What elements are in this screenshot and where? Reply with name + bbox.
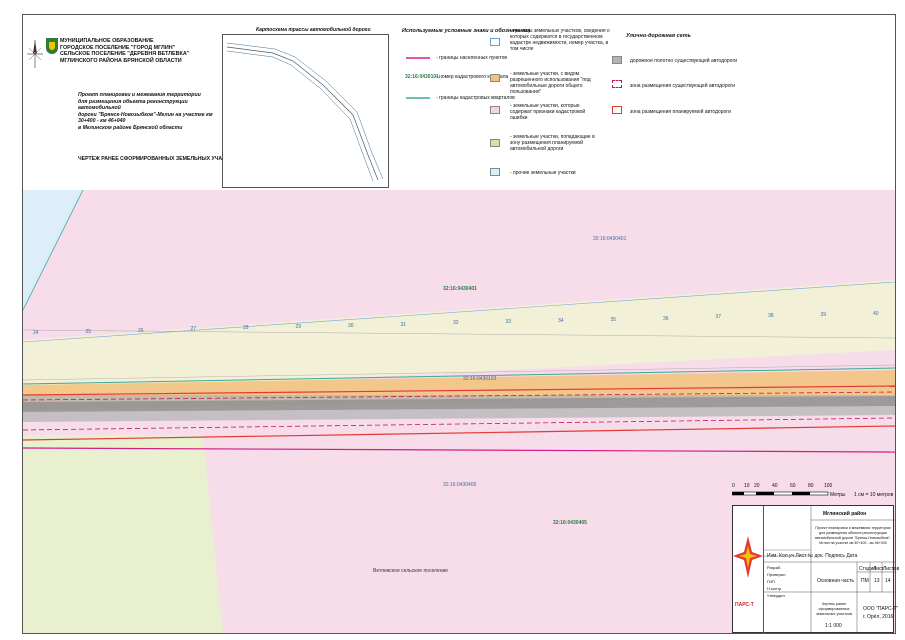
logo-text: ПАРС-Т	[735, 602, 754, 608]
drawing-title: ЧЕРТЕЖ РАНЕЕ СФОРМИРОВАННЫХ ЗЕМЕЛЬНЫХ УЧ…	[78, 156, 240, 162]
legend-error-parcel-label: - земельные участки, которые содержат пр…	[510, 103, 586, 121]
legend-quarter-border-label: - границы кадастровых кварталов	[436, 95, 515, 101]
project-title: Проект планировки и межевания территории…	[78, 92, 213, 131]
stamp-district: Мглинский район	[823, 511, 867, 517]
compass-rose-icon	[27, 40, 43, 68]
stamp-sheets: 14	[885, 578, 891, 584]
stamp-stage-label: Стадия	[859, 566, 877, 572]
stamp-company: ООО "ПАРС-Т"	[863, 606, 899, 612]
scale-tick: 80	[808, 483, 814, 489]
legend-existing-zone-label: зона размещения существующей автодороги	[630, 83, 736, 89]
chainage-marker: 31	[400, 321, 407, 328]
scale-tick: 0	[732, 483, 735, 489]
stamp-stage: ПМ	[861, 578, 869, 584]
coat-of-arms-icon	[46, 38, 58, 54]
scale-tick: 100	[824, 483, 833, 489]
chainage-marker: 36	[663, 315, 669, 322]
stamp-person-role: Утвердил	[767, 593, 785, 598]
quarter-label: 32:16:0430401	[593, 236, 627, 242]
legend-quarter-code: 32:16:0430101	[405, 74, 439, 80]
scale-tick: 60	[790, 483, 796, 489]
legend-road-parcel-label: - земельные участки, с видом разрешенног…	[510, 71, 591, 95]
stamp-people: Разраб. Проверил ГИП Н.контр Утвердил	[767, 564, 785, 599]
legend-road-title: Улично-дорожная сеть	[626, 33, 691, 39]
legend-planned-zone-label: зона размещения планируемой автодороги	[630, 109, 731, 115]
stamp-grid	[763, 506, 895, 634]
legend-line-settlement	[406, 57, 430, 59]
chainage-marker: 37	[715, 314, 722, 321]
quarter-label: 32:16:0430103	[463, 376, 497, 382]
scale-tick: 40	[772, 483, 778, 489]
route-scheme-map	[226, 42, 384, 182]
stamp-sheet: 13	[874, 578, 880, 584]
chainage-marker: 30	[348, 322, 354, 329]
quarter-label: 32:16:0430405	[553, 520, 587, 526]
stamp-person-role: ГИП	[767, 579, 775, 584]
stamp-person-role: Проверил	[767, 572, 786, 577]
stamp-row-label: Дата	[846, 553, 858, 559]
chainage-marker: 34	[558, 318, 564, 324]
pars-logo-icon	[733, 536, 763, 578]
chainage-marker: 28	[243, 325, 249, 332]
stamp-project-title: Проект планировки и межевания территории…	[814, 526, 892, 545]
stamp-row-label: № док.	[807, 553, 824, 559]
stamp-row-label: Подпись	[825, 553, 845, 559]
legend-planned-parcel-label: - земельные участки, попадающие в зону р…	[510, 134, 595, 152]
stamp-person-role: Н.контр	[767, 586, 782, 591]
legend-line-quarter	[406, 97, 430, 99]
chainage-marker: 40	[873, 310, 879, 317]
scale-units: Метры	[830, 492, 846, 498]
chainage-marker: 33	[505, 319, 512, 326]
route-scheme	[222, 34, 389, 188]
legend-swatch-other-parcel	[490, 168, 500, 176]
drawing-frame	[22, 14, 896, 634]
map-canvas	[22, 189, 896, 633]
chainage-marker: 29	[295, 324, 302, 330]
title-block: ПАРС-Т Мглинский район Проект планировки…	[732, 505, 899, 634]
legend-settlement-label: - границы населенных пунктов	[436, 55, 508, 61]
stamp-city: г. Орёл, 2016	[863, 614, 894, 620]
chainage-marker: 39	[820, 312, 827, 318]
stamp-scale: 1:1 000	[825, 623, 842, 629]
chainage-marker: 25	[85, 328, 92, 335]
legend-swatch-pavement	[612, 56, 622, 64]
legend-swatch-planned-parcel	[490, 139, 500, 147]
scale-bar-graphic	[732, 491, 829, 496]
stamp-person-role: Разраб.	[767, 565, 782, 570]
scheme-title: Картосхема трассы автомобильной дороги	[256, 27, 371, 33]
quarter-label: 32:16:0430401	[443, 286, 477, 292]
company-logo: ПАРС-Т	[733, 506, 764, 634]
legend-quarter-label: - номер кадастрового квартала	[436, 74, 509, 80]
legend-pavement-label: дорожное полотно существующей автодороги	[630, 58, 738, 64]
stamp-sheet-label: Лист	[873, 566, 884, 572]
chainage-marker: 26	[138, 327, 144, 334]
chainage-marker: 35	[610, 316, 617, 323]
scale-tick: 20	[754, 483, 760, 489]
cadastral-map: 32:16:0430401 32:16:0430401 32:16:043040…	[22, 189, 896, 633]
legend-swatch-planned-zone	[612, 106, 622, 114]
quarter-label: 32:16:0430405	[443, 482, 477, 488]
stamp-part: Основная часть	[817, 578, 855, 584]
legend-swatch-parcel	[490, 38, 500, 46]
header-title: МУНИЦИПАЛЬНОЕ ОБРАЗОВАНИЕ ГОРОДСКОЕ ПОСЕ…	[60, 38, 190, 64]
chainage-marker: 32	[453, 320, 459, 327]
scale-ratio: 1 см = 10 метров	[854, 492, 894, 498]
stamp-sheets-label: Листов	[883, 566, 900, 572]
legend-title: Используемые условные знаки и обозначени…	[402, 28, 531, 34]
legend-swatch-existing-zone	[612, 80, 622, 88]
legend-other-parcel-label: - прочие земельные участки	[510, 170, 576, 176]
legend-swatch-error-parcel	[490, 106, 500, 114]
legend-swatch-road-parcel	[490, 74, 500, 82]
stamp-drawing-name: Чертеж ранее сформированных земельных уч…	[816, 602, 852, 616]
chainage-marker: 38	[768, 313, 774, 320]
chainage-marker: 27	[190, 326, 197, 333]
legend-parcels-title: - границы земельных участков, сведения о…	[510, 28, 610, 52]
chainage-marker: 24	[33, 330, 39, 336]
settlement-label: Ветлевское сельское поселение	[373, 568, 449, 574]
scale-tick: 10	[744, 483, 750, 489]
